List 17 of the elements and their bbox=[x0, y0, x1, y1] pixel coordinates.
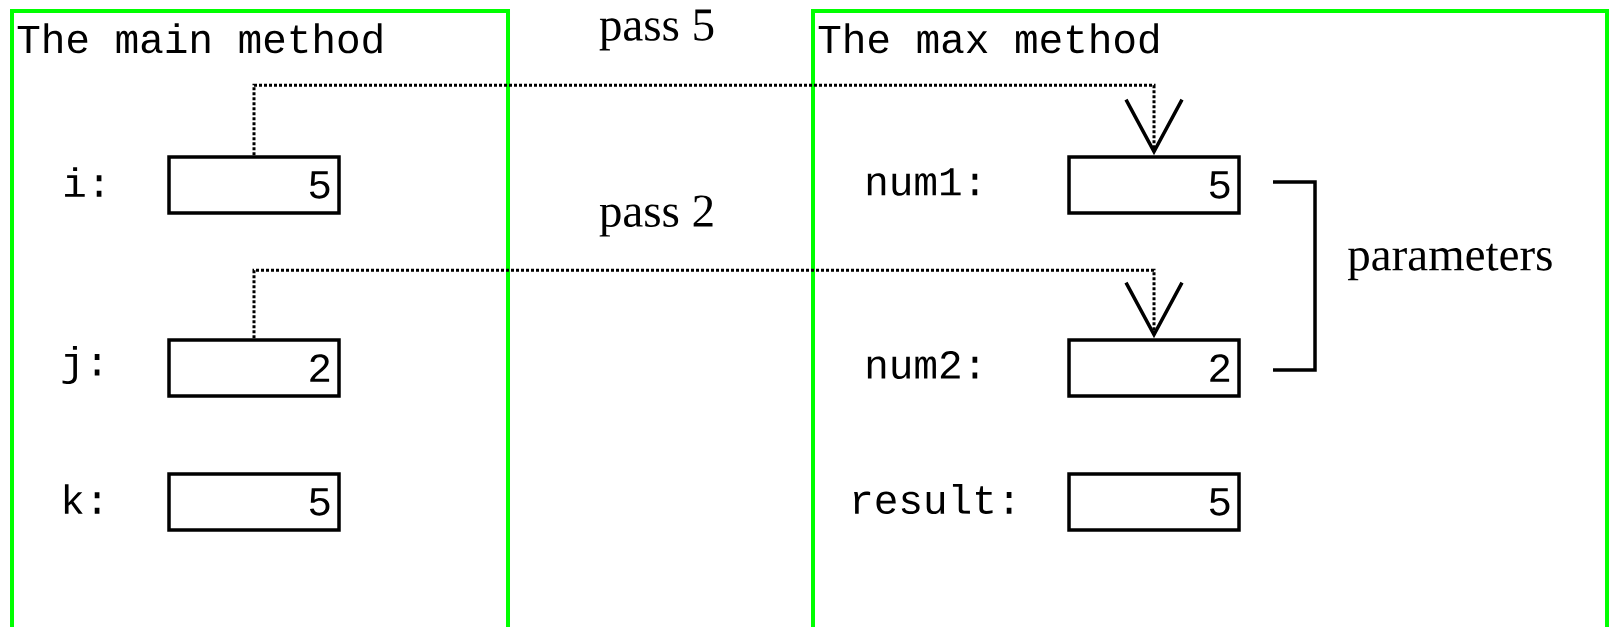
value-box: 5 bbox=[1067, 155, 1241, 215]
arrow bbox=[252, 268, 1184, 339]
variable-label: result: bbox=[854, 483, 1012, 515]
variable-label: num2: bbox=[867, 351, 978, 379]
edge-label: pass 2 bbox=[599, 195, 713, 237]
variable-label: num1: bbox=[867, 168, 978, 196]
value-box: 5 bbox=[1067, 472, 1241, 532]
value-box: 5 bbox=[167, 472, 341, 532]
value-box: 2 bbox=[1067, 338, 1241, 398]
bracket-label: parameters bbox=[1347, 243, 1552, 281]
edge-label: pass 5 bbox=[599, 9, 714, 51]
variable-label: k: bbox=[64, 484, 100, 514]
arrow bbox=[252, 83, 1184, 156]
value-box: 5 bbox=[167, 155, 341, 215]
value-box: 2 bbox=[167, 338, 341, 398]
variable-label: j: bbox=[62, 345, 100, 385]
variable-label: i: bbox=[65, 167, 102, 197]
